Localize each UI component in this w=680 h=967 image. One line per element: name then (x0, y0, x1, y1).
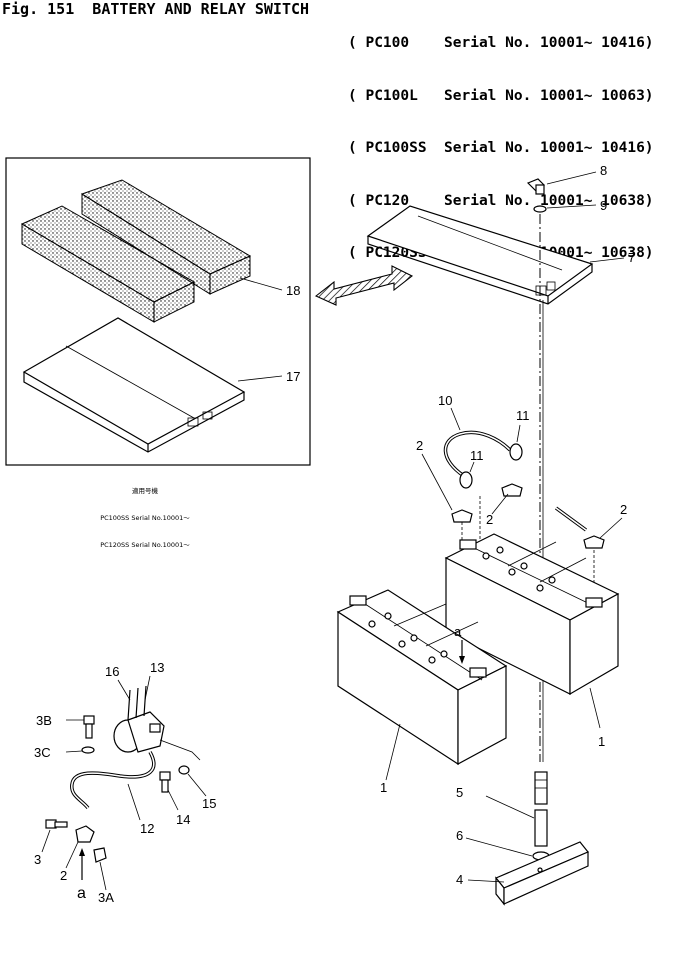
battery-relay-switch (113, 685, 165, 753)
inset-note-line1: PC100SS Serial No.10001～ (100, 514, 190, 522)
leader-14 (167, 789, 179, 811)
serial-line-pc120: ( PC120 Serial No. 10001~ 10638) (348, 192, 654, 209)
battery-front (336, 589, 508, 766)
callout-5: 5 (456, 785, 463, 800)
cable-end-11b (459, 471, 473, 489)
leader-3A (99, 861, 107, 891)
callout-15: 15 (202, 796, 216, 811)
callout-18: 18 (286, 283, 300, 298)
bolt-3b (83, 715, 95, 739)
callout-3: 3 (34, 852, 41, 867)
leader-18 (239, 277, 283, 291)
leader-8 (546, 171, 597, 185)
relay-cable-12 (70, 751, 156, 810)
callout-17: 17 (286, 369, 300, 384)
j-bolt-5 (534, 771, 548, 847)
terminal-2-mid (501, 483, 523, 497)
callout-3A: 3A (98, 890, 114, 905)
nut-3a (93, 847, 107, 863)
leader-1a (385, 723, 401, 781)
leader-3 (41, 829, 51, 853)
serial-line-pc100: ( PC100 Serial No. 10001~ 10416) (348, 35, 654, 51)
callout-3C: 3C (34, 745, 51, 760)
cable-end-11a (509, 443, 523, 461)
callout-12: 12 (140, 821, 154, 836)
callout-7: 7 (628, 250, 635, 265)
inset-note-jp: 適用号機 (132, 487, 158, 495)
washer-3c (81, 746, 95, 754)
callout-1b: 1 (598, 734, 605, 749)
relay-harness (159, 739, 201, 761)
leader-17 (237, 375, 283, 382)
inset-note-line2: PC120SS Serial No.10001～ (100, 541, 190, 549)
callout-9: 9 (600, 198, 607, 213)
callout-a-battery: a (454, 624, 462, 639)
leader-7 (589, 257, 625, 263)
leader-5 (485, 795, 535, 819)
terminal-2-relay (75, 825, 95, 843)
leader-11a (516, 424, 521, 443)
leader-4 (467, 879, 505, 883)
washer-9 (533, 205, 547, 213)
battery-cover-main (366, 205, 594, 305)
leader-2d (65, 841, 79, 869)
inset-applicability-note: 適用号機 PC100SS Serial No.10001～ PC120SS Se… (40, 469, 250, 559)
callout-2a: 2 (416, 438, 423, 453)
callout-13: 13 (150, 660, 164, 675)
callout-2c: 2 (620, 502, 627, 517)
leader-6 (465, 837, 533, 857)
leader-3C (65, 750, 83, 753)
leader-13 (144, 675, 151, 701)
swap-double-arrow (314, 265, 414, 306)
inset-frame (5, 157, 311, 466)
bolt-14 (159, 771, 171, 793)
battery-rear (444, 533, 620, 696)
serial-line-pc100l: ( PC100L Serial No. 10001~ 10063) (348, 87, 654, 104)
leader-12 (127, 783, 141, 821)
callout-8: 8 (600, 163, 607, 178)
washer-15 (178, 765, 190, 775)
callout-a-relay: a (77, 885, 86, 902)
leader-9 (546, 204, 597, 209)
leader-2c (599, 517, 623, 539)
leader-15 (187, 773, 207, 797)
inset-battery-cover (22, 317, 246, 453)
foam-pad-right (80, 179, 252, 295)
foam-pad-left (20, 205, 196, 323)
leader-10 (450, 407, 461, 431)
callout-11a: 11 (516, 408, 530, 423)
leader-2a (421, 453, 453, 511)
wing-nut (526, 178, 545, 195)
serial-line-pc100ss: ( PC100SS Serial No. 10001~ 10416) (348, 140, 654, 156)
leader-1b (589, 687, 601, 729)
callout-10: 10 (438, 393, 452, 408)
leader-11b (469, 461, 475, 473)
terminal-2-left (451, 509, 473, 523)
callout-2b: 2 (486, 512, 493, 527)
callout-3B: 3B (36, 713, 52, 728)
callout-14: 14 (176, 812, 190, 827)
callout-4: 4 (456, 872, 463, 887)
callout-2d: 2 (60, 868, 67, 883)
figure-title: Fig. 151 BATTERY AND RELAY SWITCH (2, 0, 310, 18)
callout-6: 6 (456, 828, 463, 843)
terminal-2-right (583, 535, 605, 549)
bolt-3 (45, 819, 68, 829)
battery-hold-down-bracket-4 (495, 841, 589, 906)
callout-16: 16 (105, 664, 119, 679)
leader-2b (491, 493, 509, 515)
callout-1a: 1 (380, 780, 387, 795)
callout-11b: 11 (470, 448, 484, 463)
leader-16 (117, 679, 131, 701)
